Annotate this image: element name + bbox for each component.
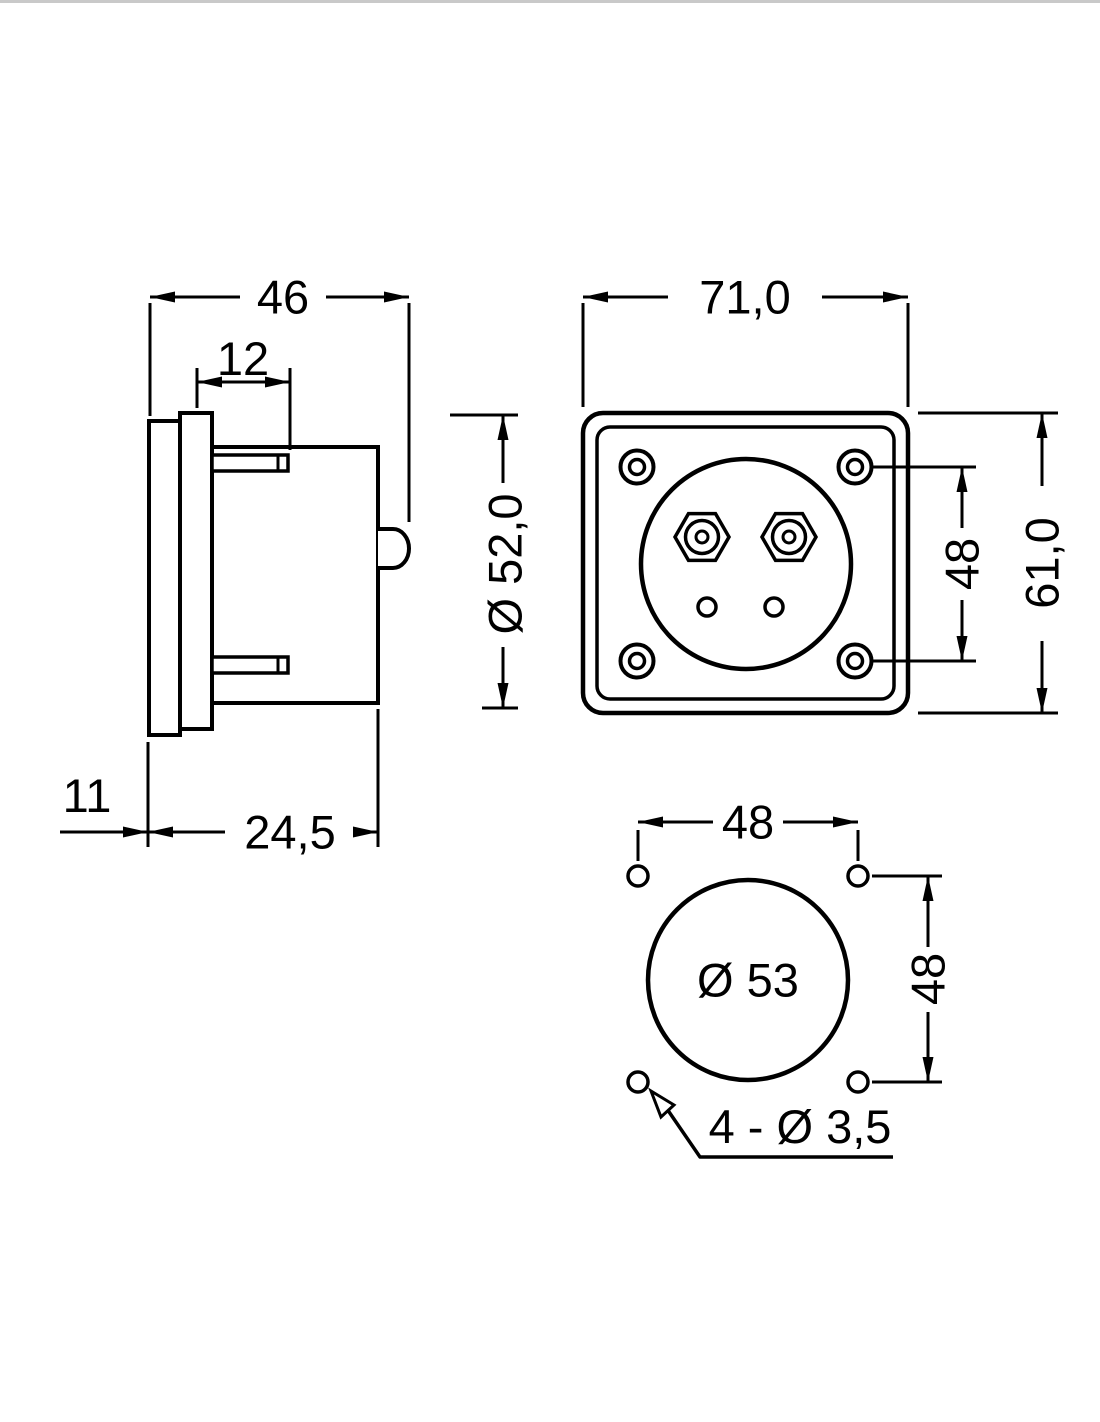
screw-inner [627, 651, 647, 671]
dim-hole-spacing-x: 48 [636, 796, 860, 861]
mounting-stud-bottom [210, 655, 290, 675]
dim-bezel-thickness: 11 [60, 742, 150, 847]
terminal-center [781, 529, 797, 545]
small-hole-right [763, 596, 785, 618]
drill-hole-top-left [626, 864, 650, 888]
dim-height-label: 61,0 [1016, 517, 1069, 608]
arrow-head [265, 376, 290, 388]
drill-hole-top-right [846, 864, 870, 888]
screw-inner [845, 457, 865, 477]
panel-cutout-circle [645, 877, 851, 1083]
small-hole-left [696, 596, 718, 618]
terminal-left [672, 511, 732, 563]
mounting-stud-top [210, 453, 290, 473]
bezel-back-plate [178, 411, 214, 731]
drill-hole-bottom-right [846, 1070, 870, 1094]
dim-depth-total: 46 [148, 271, 411, 522]
dim-height: 61,0 [918, 411, 1069, 715]
dim-hole-spacing-y: 48 [872, 874, 955, 1084]
rear-body-circle [638, 456, 854, 672]
arrow-head [353, 826, 378, 838]
arrow-head [148, 826, 173, 838]
dim-front-section: 12 [195, 332, 292, 450]
corner-screw-top-right [836, 448, 874, 486]
arrow-head [384, 291, 409, 303]
dim-bezel-thickness-label: 11 [63, 769, 112, 822]
dim-screw-spacing: 48 [872, 465, 989, 663]
front-view: 71,0 [580, 271, 1069, 716]
open-arrow-head [648, 1087, 677, 1120]
corner-screw-bottom-right [836, 642, 874, 680]
dim-hole-spacing-y-label: 48 [902, 953, 955, 1005]
arrow-head [123, 826, 148, 838]
dim-cutout-diameter-label: Ø 53 [697, 954, 799, 1007]
dim-front-section-label: 12 [217, 332, 269, 385]
arrow-head [956, 467, 968, 492]
terminal-right [759, 511, 819, 563]
side-view: 46 12 Ø 52,0 11 [60, 271, 532, 859]
dim-width-label: 71,0 [699, 271, 790, 324]
dim-rear-depth: 24,5 [148, 709, 380, 859]
arrow-head [833, 816, 858, 828]
arrow-head [150, 291, 175, 303]
screw-inner [627, 457, 647, 477]
arrow-head [883, 291, 908, 303]
arrow-head [922, 1057, 934, 1082]
leader-line [663, 1105, 893, 1159]
arrow-head [497, 415, 509, 440]
arrow-head [1036, 688, 1048, 713]
dim-width: 71,0 [581, 271, 910, 407]
arrow-head [638, 816, 663, 828]
arrow-head [497, 683, 509, 708]
drill-template: 48 Ø 53 48 4 - Ø 3,5 [626, 796, 955, 1159]
arrow-head [922, 876, 934, 901]
arrow-head [1036, 413, 1048, 438]
dim-body-diameter-label: Ø 52,0 [479, 493, 532, 634]
arrow-head [583, 291, 608, 303]
corner-screw-top-left [618, 448, 656, 486]
adjust-button [378, 527, 411, 570]
bezel-front-plate [147, 419, 182, 737]
corner-screw-bottom-left [618, 642, 656, 680]
dim-screw-spacing-label: 48 [936, 538, 989, 590]
dim-rear-depth-label: 24,5 [244, 806, 335, 859]
drill-hole-bottom-left [626, 1070, 650, 1094]
arrow-head [956, 636, 968, 661]
dim-body-diameter: Ø 52,0 [450, 413, 532, 710]
arrow-head [197, 376, 222, 388]
dim-mounting-holes-label: 4 - Ø 3,5 [709, 1100, 892, 1153]
dim-hole-spacing-x-label: 48 [722, 796, 774, 849]
screw-inner [845, 651, 865, 671]
dim-mounting-holes: 4 - Ø 3,5 [648, 1087, 893, 1159]
dim-depth-total-label: 46 [257, 271, 309, 324]
terminal-center [694, 529, 710, 545]
